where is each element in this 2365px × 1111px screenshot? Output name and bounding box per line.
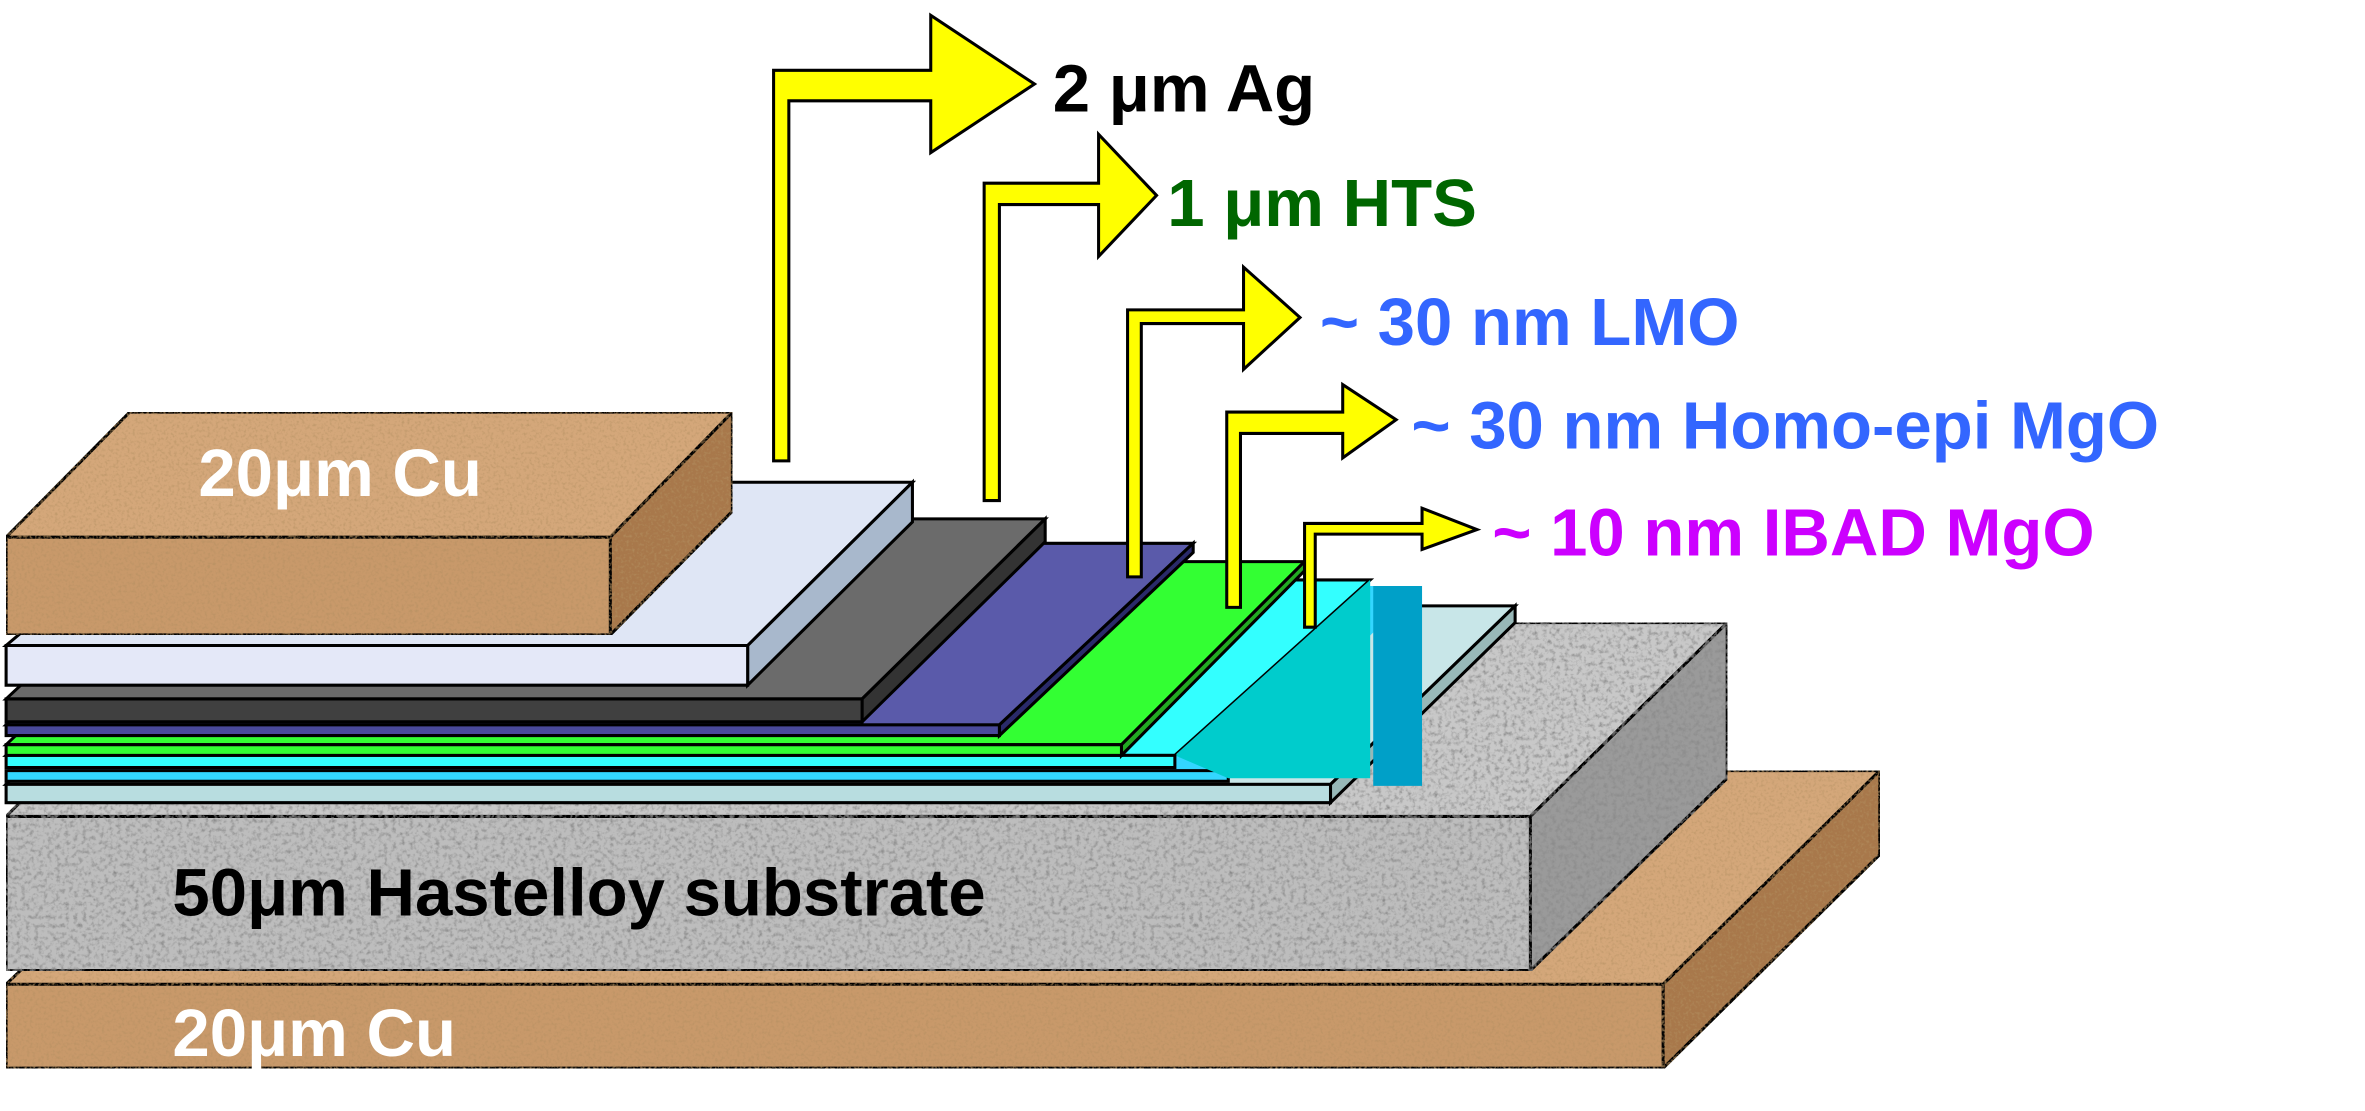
- label-bottom-copper: 20μm Cu: [172, 996, 456, 1071]
- label-top-copper: 20μm Cu: [198, 436, 482, 511]
- label-ag: 2 μm Ag: [1053, 51, 1315, 126]
- label-hastelloy: 50μm Hastelloy substrate: [172, 856, 985, 931]
- label-lmo: ~ 30 nm LMO: [1320, 285, 1740, 360]
- top-copper-layer: [2, 408, 737, 639]
- label-hts: 1 μm HTS: [1167, 166, 1477, 241]
- arrow-homo-epi-mgo: [1225, 381, 1399, 609]
- arrow-lmo: [1126, 263, 1303, 579]
- arrow-ag: [772, 12, 1038, 463]
- arrow-ibad-mgo: [1303, 505, 1482, 629]
- label-homo-epi-mgo: ~ 30 nm Homo-epi MgO: [1411, 389, 2159, 464]
- label-ibad-mgo: ~ 10 nm IBAD MgO: [1492, 496, 2094, 571]
- arrow-hts: [982, 130, 1159, 503]
